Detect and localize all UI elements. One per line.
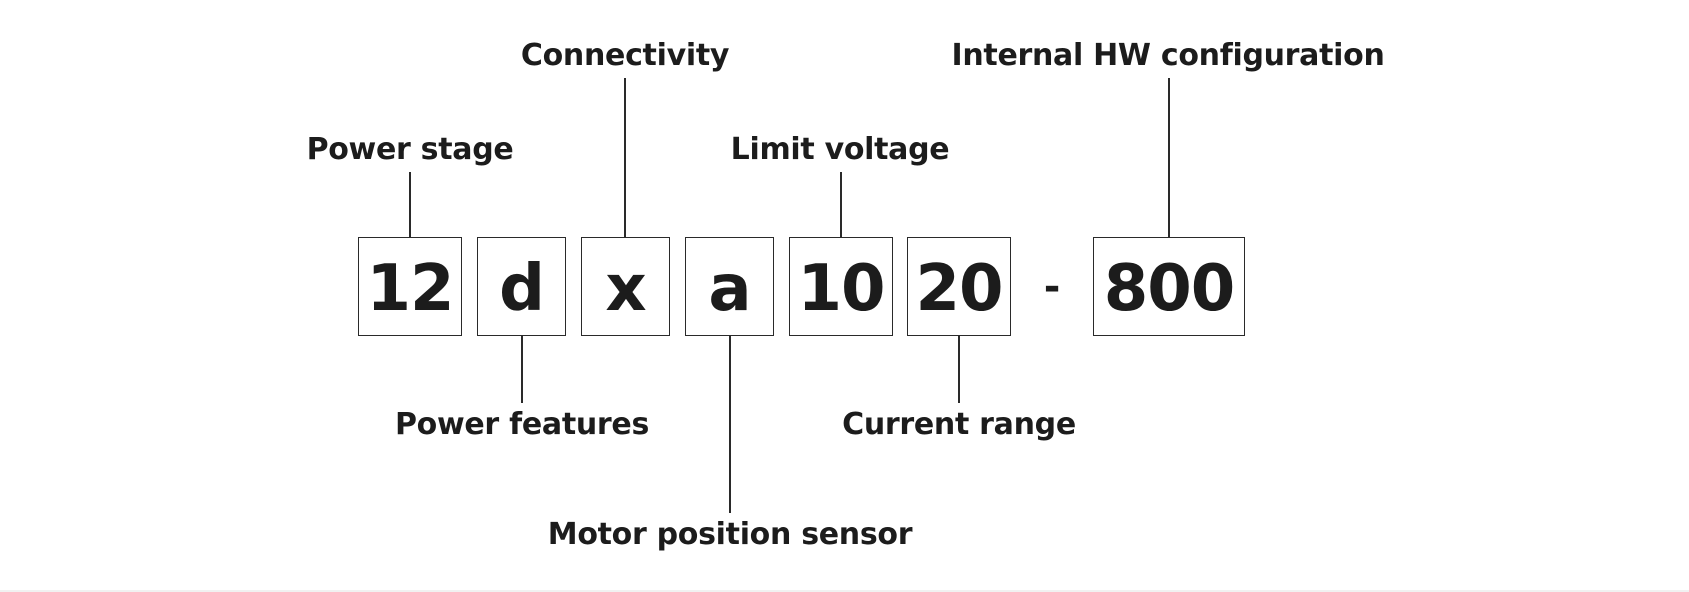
label-power-stage: Power stage [306,132,514,167]
label-internal-hw-configuration: Internal HW configuration [951,38,1385,73]
connector-power-stage [409,172,411,238]
segment-power-features-value: d [499,251,545,326]
segment-separator: - [1043,263,1061,310]
segment-power-stage-value: 12 [366,251,454,326]
segment-limit-voltage-value: 10 [797,251,885,326]
segment-internal-hw-configuration: 800 [1093,237,1245,336]
segment-limit-voltage: 10 [789,237,893,336]
label-power-features: Power features [394,407,650,442]
label-current-range: Current range [842,407,1076,442]
segment-current-range: 20 [907,237,1011,336]
connector-internal-hw-configuration [1168,78,1170,238]
connector-connectivity [624,78,626,238]
segment-connectivity: x [581,237,670,336]
segment-connectivity-value: x [605,251,646,326]
label-connectivity: Connectivity [520,38,730,73]
connector-motor-position-sensor [729,335,731,513]
segment-motor-position-sensor-value: a [708,251,751,326]
connector-power-features [521,335,523,403]
label-limit-voltage: Limit voltage [730,132,950,167]
connector-current-range [958,335,960,403]
connector-limit-voltage [840,172,842,238]
segment-power-features: d [477,237,566,336]
segment-power-stage: 12 [358,237,462,336]
label-motor-position-sensor: Motor position sensor [547,517,913,552]
segment-internal-hw-configuration-value: 800 [1103,251,1236,326]
bottom-divider [0,590,1689,592]
segment-motor-position-sensor: a [685,237,774,336]
segment-current-range-value: 20 [915,251,1003,326]
